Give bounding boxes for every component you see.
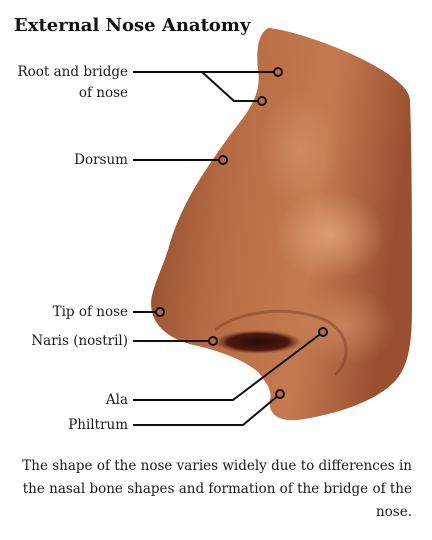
marker-bridge	[257, 96, 267, 106]
leader-bridge	[201, 71, 262, 102]
leader-ala	[133, 331, 324, 401]
diagram-title: External Nose Anatomy	[14, 15, 251, 36]
label-philtrum: Philtrum	[68, 417, 128, 433]
marker-ala	[318, 327, 328, 337]
ala-crease	[214, 309, 348, 377]
marker-dorsum	[218, 155, 228, 165]
marker-naris	[208, 336, 218, 346]
label-naris: Naris (nostril)	[31, 333, 128, 349]
dorsum-highlight	[260, 90, 340, 210]
caption: The shape of the nose varies widely due …	[22, 458, 412, 520]
marker-root	[273, 67, 283, 77]
marker-philtrum	[275, 389, 285, 399]
endpoint-markers	[155, 67, 328, 399]
label-tip: Tip of nose	[53, 304, 128, 320]
nostril	[214, 330, 302, 354]
label-dorsum: Dorsum	[74, 152, 128, 168]
ala-highlight	[295, 285, 395, 365]
label-root-bridge: Root and bridge	[18, 64, 129, 80]
leader-philtrum	[133, 393, 281, 426]
label-ala: Ala	[105, 392, 128, 408]
tip-highlight	[275, 190, 385, 280]
nose-diagram: Root and bridge of nose Dorsum Tip of no…	[18, 28, 412, 433]
label-root-bridge-2: of nose	[79, 85, 128, 101]
marker-tip	[155, 307, 165, 317]
